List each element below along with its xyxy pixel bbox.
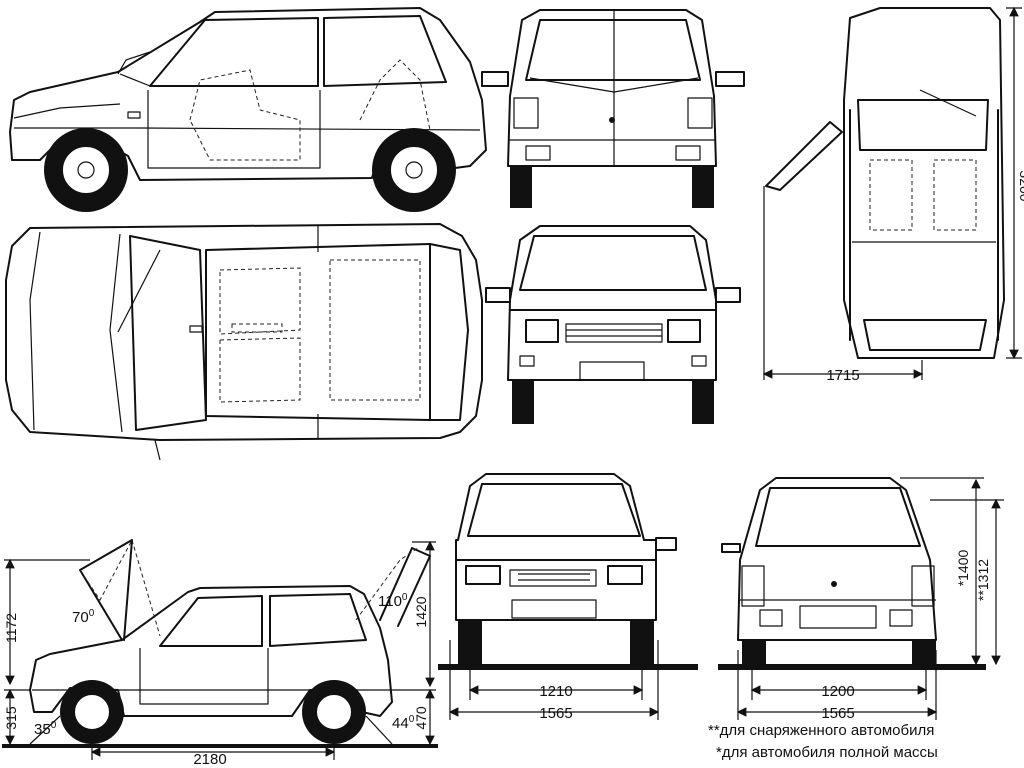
approach-angle-label: 350 [34, 720, 57, 738]
rear-height-equipped-label: **1312 [975, 559, 991, 601]
dim-width-label: 1715 [826, 367, 859, 384]
front-width-label: 1565 [539, 705, 572, 722]
top-view-right [765, 7, 1005, 359]
rear-width-label: 1565 [821, 705, 854, 722]
dim-wheelbase-label: 2180 [193, 751, 226, 768]
dim-hatch-height-label: 1420 [413, 596, 429, 627]
hood-angle-label: 700 [72, 608, 95, 626]
hatch-angle-label: 1100 [378, 592, 408, 610]
side-view-left [9, 7, 487, 212]
note-full-mass: *для автомобиля полной массы [716, 744, 938, 761]
rear-track-label: 1200 [821, 683, 854, 700]
side-view-bottom [2, 539, 438, 760]
front-view-middle [485, 225, 741, 424]
front-track-label: 1210 [539, 683, 572, 700]
dim-rear-height-label: 470 [413, 706, 429, 730]
top-view-left [5, 223, 483, 461]
note-equipped: **для снаряженного автомобиля [708, 722, 935, 739]
rear-view-top [481, 9, 745, 208]
dim-length-label: 3200 [1017, 170, 1024, 201]
departure-angle-label: 440 [392, 714, 415, 732]
rear-height-full-label: *1400 [955, 549, 971, 586]
dim-top-right [762, 6, 1022, 380]
front-view-bottom [438, 473, 698, 720]
rear-view-bottom [718, 477, 1004, 720]
dim-clearance-label: 315 [3, 706, 19, 730]
dim-hood-height-label: 1172 [3, 613, 19, 643]
